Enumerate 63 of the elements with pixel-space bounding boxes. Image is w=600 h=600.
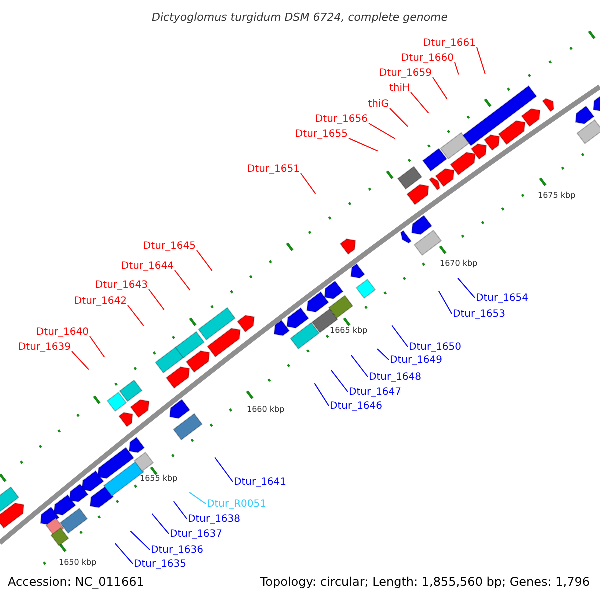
leader-line — [314, 383, 330, 406]
leader-line — [432, 77, 448, 100]
gene-label: Dtur_1642 — [74, 296, 127, 306]
gene-label: Dtur_1648 — [369, 372, 422, 382]
leader-line — [438, 290, 452, 314]
leader-line — [410, 92, 430, 114]
gene-label: Dtur_1639 — [18, 342, 71, 352]
leader-line — [130, 530, 150, 550]
leader-line — [152, 513, 170, 534]
scale-label: 1665 kbp — [330, 326, 368, 336]
leader-line — [390, 108, 408, 128]
leader-line — [377, 348, 390, 360]
leader-line — [196, 250, 213, 272]
accession-text: Accession: NC_011661 — [8, 576, 144, 589]
gene-label: Dtur_1650 — [409, 342, 462, 352]
gene-label: Dtur_1638 — [188, 514, 241, 524]
gene-label: Dtur_1637 — [170, 528, 223, 540]
gene-label: Dtur_1661 — [423, 38, 476, 48]
gene-label: Dtur_1659 — [379, 68, 432, 78]
gene-label: Dtur_R0051 — [207, 498, 266, 510]
gene-label: Dtur_1636 — [151, 544, 204, 556]
leader-line — [392, 325, 408, 348]
scale-label: 1675 kbp — [538, 192, 576, 200]
leader-line — [114, 543, 134, 564]
gene-label: Dtur_1641 — [234, 476, 287, 488]
gene-label: thiG — [368, 98, 389, 110]
scale-label: 1650 kbp — [59, 558, 97, 568]
leader-line — [148, 289, 165, 310]
leader-line — [330, 370, 348, 392]
leader-line — [174, 270, 191, 291]
scale-label: 1670 kbp — [440, 260, 478, 268]
gene-label: Dtur_1643 — [95, 280, 148, 290]
scale-label: 1655 kbp — [140, 474, 178, 484]
gene-label: Dtur_1635 — [134, 558, 187, 570]
leader-line — [128, 305, 144, 326]
leader-line — [368, 123, 396, 140]
leader-line — [348, 138, 378, 152]
leader-line — [72, 351, 90, 370]
gene-label: Dtur_1656 — [315, 114, 368, 124]
gene-label: Dtur_1660 — [401, 52, 454, 64]
leader-line — [90, 336, 106, 358]
leader-line — [300, 173, 316, 194]
gene-label: Dtur_1644 — [121, 260, 174, 272]
leader-line — [189, 492, 206, 504]
gene-label: Dtur_1645 — [143, 240, 196, 252]
gene-label: Dtur_1646 — [330, 400, 383, 412]
leader-line — [476, 47, 486, 75]
gene-label: Dtur_1653 — [453, 308, 506, 320]
gene-label: Dtur_1640 — [36, 326, 89, 338]
gene-label: thiH — [389, 82, 410, 94]
leader-line — [350, 354, 368, 378]
leader-line — [214, 457, 234, 482]
gene-label: Dtur_1647 — [349, 386, 402, 398]
leader-line — [458, 278, 476, 298]
leader-line — [173, 501, 188, 520]
title: Dictyoglomus turgidum DSM 6724, complete genome — [150, 12, 450, 24]
gene-label: Dtur_1651 — [247, 164, 300, 174]
scale-label: 1660 kbp — [247, 406, 285, 414]
genome-info-text: Topology: circular; Length: 1,855,560 bp; Genes: 1,796 — [260, 576, 590, 589]
gene-label: Dtur_1649 — [390, 354, 443, 366]
gene-label: Dtur_1655 — [295, 128, 348, 140]
gene-label: Dtur_1654 — [476, 292, 529, 304]
leader-line — [454, 62, 460, 76]
